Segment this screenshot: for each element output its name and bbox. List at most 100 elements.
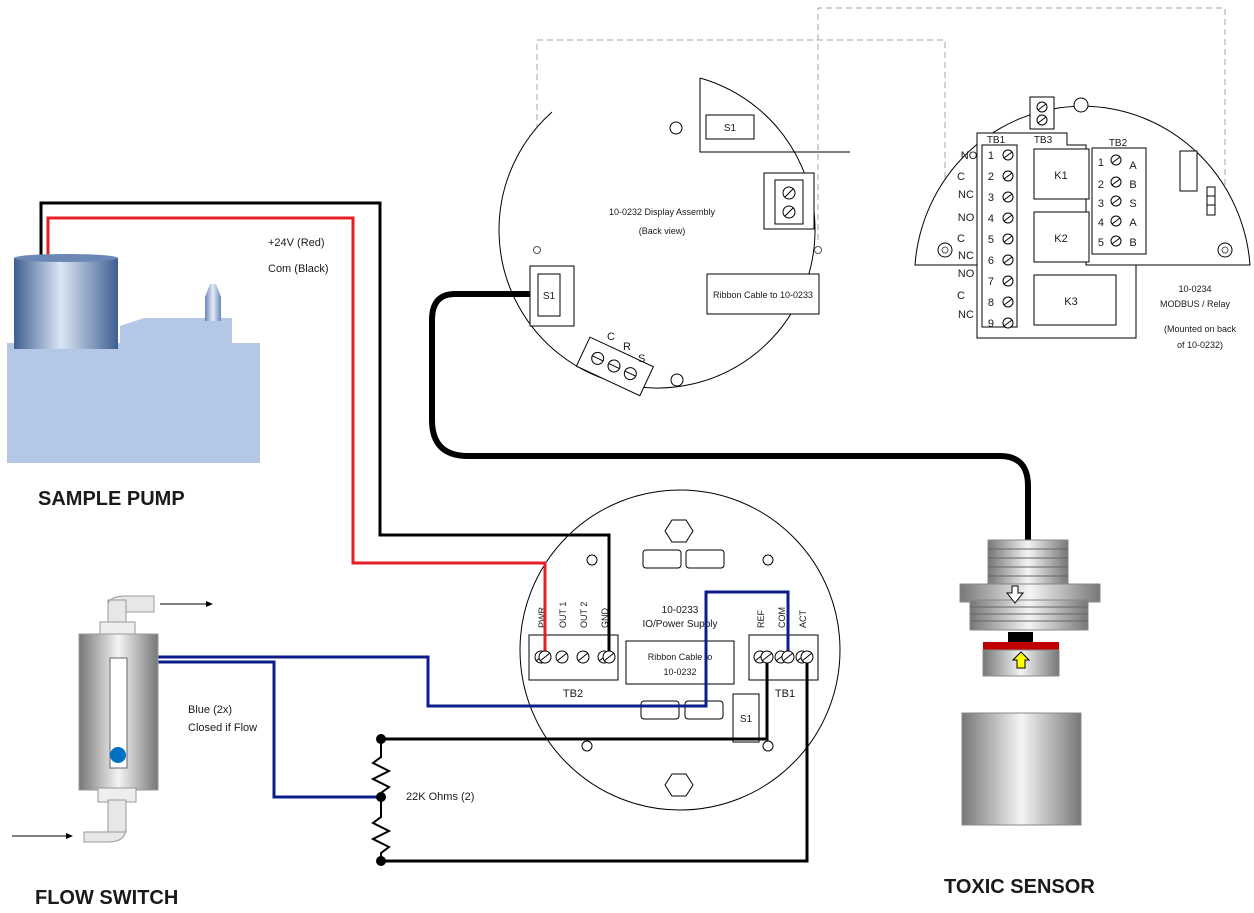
contact-label: C xyxy=(957,290,965,302)
tb1-num: 2 xyxy=(988,171,994,183)
contact-label: NC xyxy=(958,309,974,321)
relay-board: TB1 TB3 TB2 1 2 3 4 5 6 7 8 9 xyxy=(914,96,1251,350)
tb2-num: 5 xyxy=(1098,237,1104,249)
flow-ball xyxy=(110,747,126,763)
crs-label-r: R xyxy=(623,341,631,353)
blue-wire-1 xyxy=(158,590,790,708)
red-pwr-wire xyxy=(46,216,547,657)
flow-switch-title: FLOW SWITCH xyxy=(35,887,178,909)
crs-label-s: S xyxy=(638,353,645,365)
relay-k2 xyxy=(1033,211,1090,263)
io-ribbon-label-2: 10-0232 xyxy=(663,667,696,677)
display-ribbon-label: Ribbon Cable to 10-0233 xyxy=(713,290,813,300)
io-ribbon-box xyxy=(625,640,735,685)
toxic-sensor-title: TOXIC SENSOR xyxy=(944,876,1095,898)
relay-note-1: (Mounted on back xyxy=(1164,324,1237,334)
mount-hole xyxy=(670,373,684,387)
hex-standoff xyxy=(664,519,694,543)
tb2-num: 3 xyxy=(1098,198,1104,210)
io-term-act: ACT xyxy=(798,609,808,628)
closed-if-flow-label: Closed if Flow xyxy=(188,722,257,734)
relay-tb2-rows: 1 2 3 4 5 A B S A B xyxy=(1098,154,1137,249)
io-term-ref: REF xyxy=(756,609,766,628)
relay-jumper xyxy=(1179,150,1198,192)
relay-dip xyxy=(1206,186,1216,216)
contact-label: NO xyxy=(961,150,978,162)
relay-tb3-label: TB3 xyxy=(1034,135,1053,146)
io-s1-box xyxy=(732,693,760,743)
tb2-num: 4 xyxy=(1098,217,1104,229)
relay-k1 xyxy=(1033,148,1090,200)
act-wire xyxy=(381,657,809,863)
io-subtitle: IO/Power Supply xyxy=(642,619,717,630)
junction-dots xyxy=(376,734,386,866)
tb2-letter: B xyxy=(1129,179,1136,191)
contact-label: NC xyxy=(958,189,974,201)
resistor-label: 22K Ohms (2) xyxy=(406,791,474,803)
io-term-out2: OUT 2 xyxy=(579,602,589,628)
relay-k1-label: K1 xyxy=(1054,170,1067,182)
tb2-num: 2 xyxy=(1098,179,1104,191)
relay-title: 10-0234 xyxy=(1178,284,1211,294)
io-term-com: COM xyxy=(777,607,787,628)
relay-contact-labels: NO C NC NO C NC NO C NC xyxy=(957,150,978,321)
ref-wire xyxy=(381,657,769,741)
tb1-num: 6 xyxy=(988,255,994,267)
display-title: 10-0232 Display Assembly xyxy=(609,207,716,217)
tb1-num: 1 xyxy=(988,150,994,162)
display-s1-cable-label: S1 xyxy=(543,291,556,302)
relay-subtitle: MODBUS / Relay xyxy=(1160,299,1231,309)
blue-wire-2 xyxy=(158,660,381,799)
hex-standoff xyxy=(664,773,694,797)
tb1-num: 4 xyxy=(988,213,994,225)
flow-switch xyxy=(12,595,213,843)
sample-pump-title: SAMPLE PUMP xyxy=(38,488,185,510)
mount-hole xyxy=(669,121,683,135)
tb1-num: 8 xyxy=(988,297,994,309)
tb2-letter: A xyxy=(1129,160,1137,172)
tb2-letter: B xyxy=(1129,237,1136,249)
tb1-num: 3 xyxy=(988,192,994,204)
display-s1-top-label: S1 xyxy=(724,123,737,134)
io-title: 10-0233 xyxy=(662,605,699,616)
sample-pump xyxy=(7,254,260,463)
io-term-gnd: GND xyxy=(600,608,610,629)
io-power-board: 10-0233 IO/Power Supply Ribbon Cable to … xyxy=(519,489,841,811)
io-ribbon-label-1: Ribbon Cable to xyxy=(648,652,713,662)
relay-k3-label: K3 xyxy=(1064,296,1077,308)
crs-label-c: C xyxy=(607,331,615,343)
relay-tb2-label: TB2 xyxy=(1109,138,1128,149)
contact-label: NO xyxy=(958,268,975,280)
ribbon-cable xyxy=(429,291,1031,540)
contact-label: NC xyxy=(958,250,974,262)
wires xyxy=(39,201,1031,863)
toxic-sensor xyxy=(959,539,1101,826)
contact-label: C xyxy=(957,171,965,183)
relay-k3 xyxy=(1033,274,1117,326)
contact-label: NO xyxy=(958,212,975,224)
relay-tb1-rows: 1 2 3 4 5 6 7 8 9 xyxy=(988,149,1014,330)
com-black-label: Com (Black) xyxy=(268,263,329,275)
io-term-pwr: PWR xyxy=(537,607,547,628)
tb1-num: 7 xyxy=(988,276,994,288)
tb2-letter: S xyxy=(1129,198,1136,210)
io-term-out1: OUT 1 xyxy=(558,602,568,628)
pwr-red-label: +24V (Red) xyxy=(268,237,325,249)
io-tb2-label: TB2 xyxy=(563,688,583,700)
tb2-num: 1 xyxy=(1098,157,1104,169)
blue-2x-label: Blue (2x) xyxy=(188,704,232,716)
io-tb1-label: TB1 xyxy=(775,688,795,700)
io-s1-label: S1 xyxy=(740,714,753,725)
black-com-wire xyxy=(39,201,611,657)
display-ribbon-box xyxy=(706,273,820,315)
relay-tb1-label: TB1 xyxy=(987,135,1006,146)
relay-note-2: of 10-0232) xyxy=(1177,340,1223,350)
tb1-num: 9 xyxy=(988,318,994,330)
contact-label: C xyxy=(957,233,965,245)
display-subtitle: (Back view) xyxy=(639,226,686,236)
relay-k2-label: K2 xyxy=(1054,233,1067,245)
crs-terminal-block xyxy=(575,336,655,397)
tb1-num: 5 xyxy=(988,234,994,246)
